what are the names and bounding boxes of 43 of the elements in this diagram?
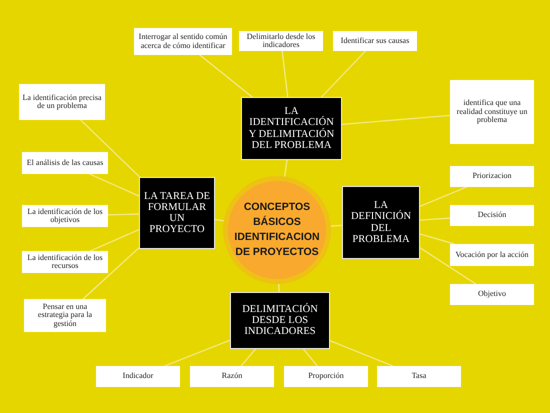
concept-circle: CONCEPTOS BÁSICOS IDENTIFICACION DE PROYECTOS (228, 181, 326, 279)
subtopic-box: El análisis de las causas (22, 152, 108, 174)
connector-line (278, 284, 280, 292)
connector-line (82, 247, 140, 300)
connector-line (420, 247, 476, 284)
connector-line (80, 120, 140, 178)
connector-line (284, 160, 288, 177)
subtopic-box: identifica que una realidad constituye un problema (450, 80, 534, 144)
connector-line (330, 340, 394, 367)
connector-line (342, 114, 450, 125)
subtopic-box: Interrogar al sentido común acerca de cómo identificar (134, 28, 232, 55)
topic-box: LA DEFINICIÓN DEL PROBLEMA (342, 186, 420, 259)
subtopic-box: Razón (190, 366, 274, 387)
topic-box: DELIMITACIÓN DESDE LOS INDICADORES (230, 292, 330, 349)
subtopic-box: Indicador (96, 366, 180, 387)
connector-line (420, 218, 450, 221)
connector-line (420, 233, 455, 245)
connector-line (89, 173, 140, 197)
topic-box: LA TAREA DE FORMULAR UN PROYECTO (139, 177, 215, 249)
connector-line (321, 50, 366, 98)
subtopic-box: Vocación por la acción (450, 244, 534, 266)
subtopic-box: Identificar sus causas (333, 31, 417, 51)
subtopic-box: Proporción (284, 366, 368, 387)
topic-box: LA IDENTIFICACIÓN Y DELIMITACIÓN DEL PROBLEMA (241, 97, 342, 160)
subtopic-box: Delimitarlo desde los indicadores (239, 31, 323, 51)
connector-line (199, 54, 253, 98)
connector-line (240, 348, 256, 366)
subtopic-box: Decisión (450, 205, 534, 226)
connector-line (420, 186, 467, 207)
connector-line (302, 348, 318, 366)
subtopic-box: La identificación de los objetivos (22, 205, 108, 227)
subtopic-box: Priorizacion (450, 166, 534, 187)
connector-line (330, 224, 342, 227)
connector-line (164, 340, 230, 367)
subtopic-box: Tasa (377, 366, 461, 387)
connector-line (214, 218, 224, 222)
subtopic-box: La identificación precisa de un problema (19, 84, 105, 120)
subtopic-box: Pensar en una estrategia para la gestión (24, 299, 106, 332)
connector-line (282, 50, 288, 98)
connector-line (108, 213, 140, 216)
connector-line (90, 229, 140, 252)
subtopic-box: Objetivo (450, 284, 534, 305)
subtopic-box: La identificación de los recursos (22, 251, 108, 273)
